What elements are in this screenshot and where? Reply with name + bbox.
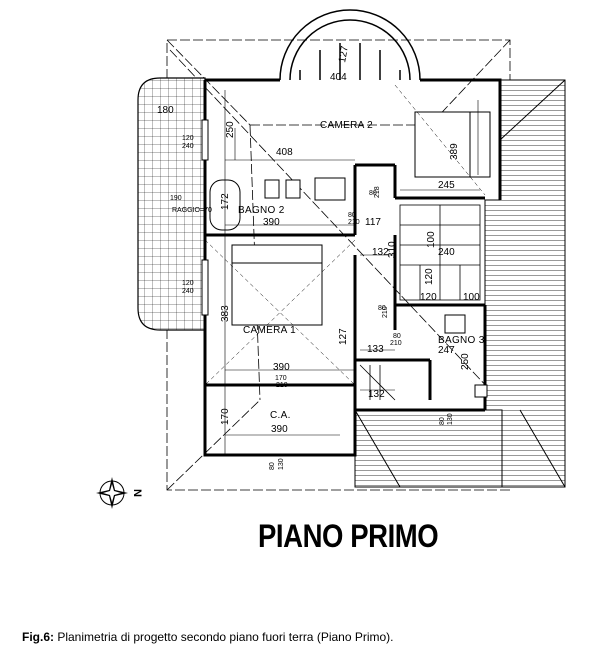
compass-rose-icon: N (96, 477, 143, 509)
label-camera-2: CAMERA 2 (320, 120, 373, 131)
dim-210-d: 210 (390, 340, 402, 347)
stairs (359, 204, 481, 401)
dim-170: 170 (220, 408, 231, 425)
dim-80-d: 80 (393, 333, 401, 340)
dim-310: 310 (387, 241, 398, 258)
dim-100-b: 100 (463, 292, 480, 303)
caption-text: Planimetria di progetto secondo piano fu… (54, 630, 394, 644)
dim-120-a2: 120 (424, 268, 435, 285)
left-balcony (137, 77, 206, 331)
label-camera-1: CAMERA 1 (243, 325, 296, 336)
dim-172: 172 (220, 193, 231, 210)
dim-120-b: 120 (420, 292, 437, 303)
label-bagno-3: BAGNO 3 (438, 335, 485, 346)
dim-383: 383 (220, 305, 231, 322)
dimension-lines (224, 90, 480, 455)
dim-80-c: 80 (378, 305, 386, 312)
dim-127-b: 127 (338, 328, 349, 345)
dim-100-a: 100 (426, 231, 437, 248)
figure-caption: Fig.6: Planimetria di progetto secondo p… (22, 630, 394, 644)
dim-80-b2b: 80 (348, 212, 356, 219)
dim-120-c: 120 (182, 280, 194, 287)
dim-180: 180 (157, 105, 174, 116)
dim-240-c: 240 (182, 288, 194, 295)
room-diagonals (204, 84, 486, 386)
dim-190: 190 (170, 195, 182, 202)
lower-roof (354, 409, 503, 488)
compass-north-label: N (131, 489, 143, 497)
dim-132-a: 132 (372, 247, 389, 258)
furniture (209, 111, 491, 398)
dim-130-e: 130 (447, 413, 454, 425)
dim-127-top: 127 (337, 45, 351, 64)
dim-80-e: 80 (439, 417, 446, 425)
bay-window (279, 9, 421, 81)
dim-210-ca: 210 (276, 382, 288, 389)
label-ca: C.A. (270, 410, 291, 421)
dim-240-a: 240 (182, 143, 194, 150)
dim-240: 240 (438, 247, 455, 258)
dim-120-a: 120 (182, 135, 194, 142)
label-bagno-2: BAGNO 2 (238, 205, 285, 216)
windows (201, 119, 209, 316)
dim-117: 117 (365, 217, 381, 228)
dim-404: 404 (330, 72, 347, 83)
dim-389: 389 (449, 143, 460, 160)
dim-210-b2b: 210 (348, 219, 360, 226)
dim-133: 133 (367, 344, 384, 355)
dim-80-b2: 80 (369, 190, 377, 197)
dim-raggio: RAGGIO=70 (172, 207, 212, 214)
dim-80-f: 80 (269, 462, 276, 470)
plan-title: PIANO PRIMO (258, 518, 439, 554)
dim-132-b: 132 (368, 389, 385, 400)
dim-130-f: 130 (278, 458, 285, 470)
dim-210-c: 210 (382, 306, 389, 318)
dim-250-b: 250 (460, 353, 471, 370)
caption-label: Fig.6: (22, 630, 54, 644)
dim-390-a: 390 (263, 217, 280, 228)
dim-218: 218 (374, 186, 381, 198)
dim-390-c: 390 (271, 424, 288, 435)
dim-250: 250 (225, 121, 236, 138)
dim-247: 247 (438, 345, 455, 356)
dim-170-top: 170 (275, 375, 287, 382)
dim-390-b: 390 (273, 362, 290, 373)
dim-245: 245 (438, 180, 455, 191)
dim-408: 408 (276, 147, 293, 158)
